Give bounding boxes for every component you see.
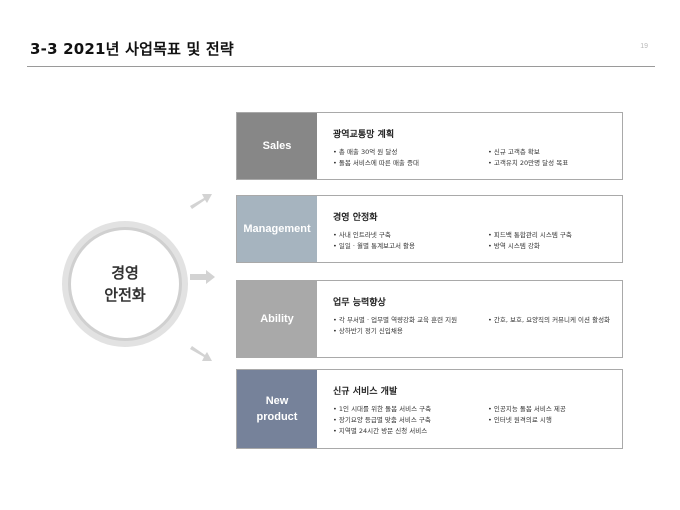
category-sales: Sales [237, 113, 317, 179]
strategy-row-sales: Sales 광역교통망 계획 • 총 매출 30억 원 달성 • 돌봄 서비스에… [236, 112, 623, 180]
bullet-item: • 각 부서별 · 업무별 역량강화 교육 훈련 지원 [333, 316, 458, 324]
row-heading: 광역교통망 계획 [333, 130, 395, 140]
category-label: Ability [260, 313, 294, 325]
bullet-item: • 신규 고객층 확보 [488, 148, 540, 156]
category-label-line2: product [256, 411, 298, 423]
arrow-down-right-icon [190, 346, 212, 361]
arrow-up-right-icon [190, 194, 212, 209]
bullet-item: • 고객유치 20만명 달성 목표 [488, 159, 569, 167]
page-title: 3-3 2021년 사업목표 및 전략 [30, 40, 234, 58]
center-label-line2: 안전화 [104, 286, 146, 304]
bullet-item: • 간호, 보호, 요양직의 커뮤니케 이션 활성화 [488, 316, 611, 324]
title-divider [27, 66, 655, 67]
category-management: Management [237, 196, 317, 262]
category-label: Management [243, 223, 311, 235]
row-heading: 경영 안정화 [333, 213, 378, 223]
center-label-line1: 경영 [111, 264, 139, 282]
row-heading: 업무 능력향상 [333, 298, 386, 308]
bullet-item: • 장기요양 등급별 맞춤 서비스 구축 [333, 416, 431, 424]
center-circle: 경영 안전화 [68, 227, 182, 341]
row-heading: 신규 서비스 개발 [333, 387, 398, 397]
bullet-item: • 인터넷 원격의료 시행 [488, 416, 552, 424]
arrow-right-icon [190, 270, 215, 284]
bullet-item: • 인공지능 돌봄 서비스 제공 [488, 405, 566, 413]
bullet-item: • 방역 시스템 강화 [488, 242, 540, 250]
bullet-item: • 피드백 통합관리 시스템 구축 [488, 231, 572, 239]
bullet-item: • 지역별 24시간 방문 신청 서비스 [333, 427, 428, 435]
bullet-item: • 일일 · 월별 통계보고서 활용 [333, 242, 416, 250]
category-label-line1: New [265, 395, 289, 407]
bullet-item: • 1인 시대를 위한 돌봄 서비스 구축 [333, 405, 432, 413]
category-new-product: New product [237, 370, 317, 448]
category-label: Sales [262, 140, 292, 152]
strategy-row-management: Management 경영 안정화 • 사내 인트라넷 구축 • 일일 · 월별… [236, 195, 623, 263]
strategy-row-ability: Ability 업무 능력향상 • 각 부서별 · 업무별 역량강화 교육 훈련… [236, 280, 623, 358]
page-number: 19 [640, 43, 648, 50]
bullet-item: • 사내 인트라넷 구축 [333, 231, 391, 239]
bullet-item: • 총 매출 30억 원 달성 [333, 148, 398, 156]
category-ability: Ability [237, 281, 317, 357]
bullet-item: • 돌봄 서비스에 따른 매출 증대 [333, 159, 419, 167]
strategy-row-new-product: New product 신규 서비스 개발 • 1인 시대를 위한 돌봄 서비스… [236, 369, 623, 449]
bullet-item: • 상하반기 정기 신입채용 [333, 327, 403, 335]
